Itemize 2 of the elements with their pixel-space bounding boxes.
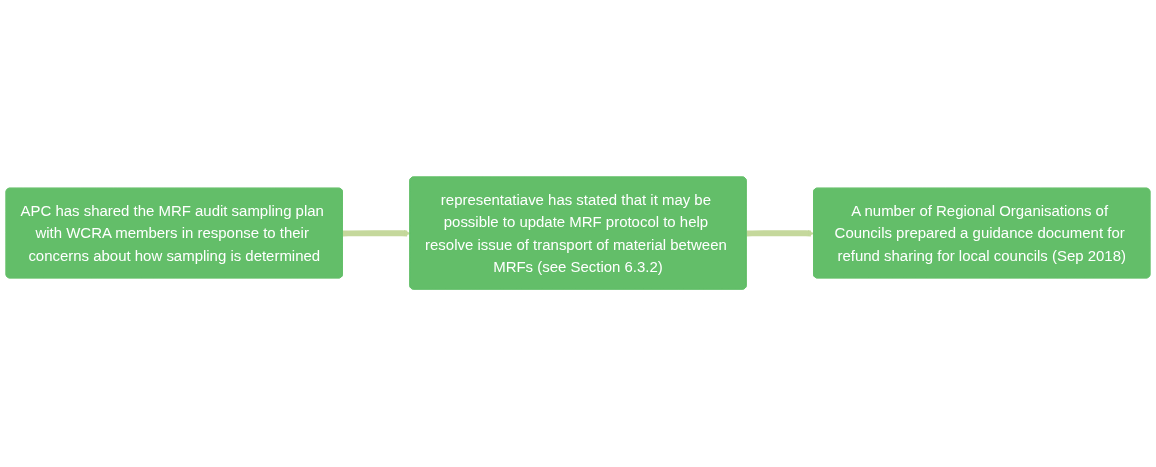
arrow	[746, 230, 815, 238]
arrow	[342, 230, 411, 238]
